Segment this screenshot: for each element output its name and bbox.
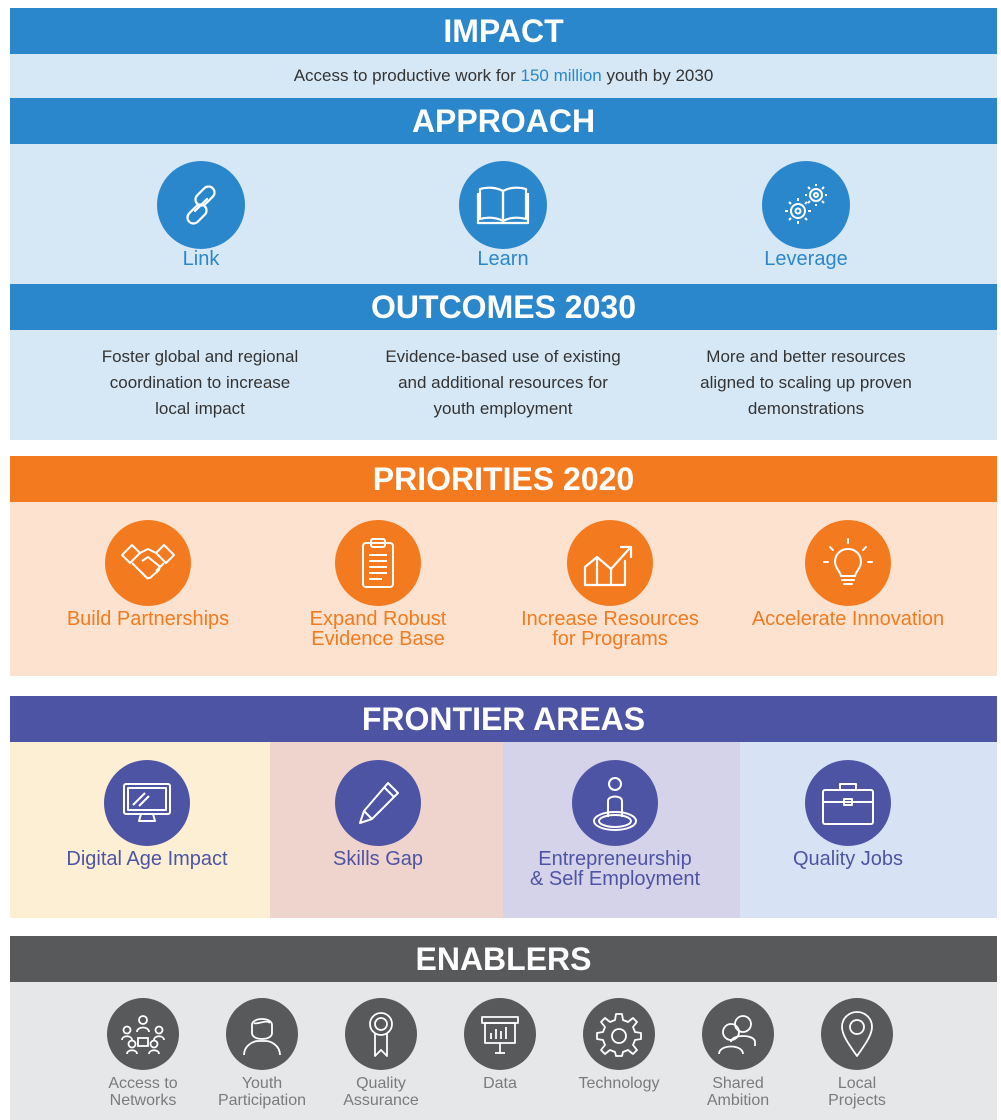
- gears-icon: [762, 161, 850, 249]
- impact-header: IMPACT: [10, 8, 997, 54]
- pen-icon: [335, 760, 421, 846]
- lightbulb-icon: [805, 520, 891, 606]
- frontier-label-skills: Skills Gap: [268, 849, 488, 869]
- enabler-5-line-1: Technology: [578, 1075, 660, 1092]
- enabler-label-shared: Shared Ambition: [678, 1075, 798, 1109]
- priorities-title: PRIORITIES 2020: [372, 461, 635, 497]
- enabler-6-line-2: Ambition: [706, 1092, 770, 1109]
- outcome-2: Evidence-based use of existing and addit…: [343, 344, 663, 422]
- approach-label-leverage: Leverage: [764, 248, 848, 270]
- outcome-3-line-1: More and better resources: [706, 347, 906, 366]
- outcome-3: More and better resources aligned to sca…: [656, 344, 956, 422]
- frontier-4-line-1: Quality Jobs: [792, 848, 904, 870]
- enabler-3-line-2: Assurance: [343, 1092, 419, 1109]
- priority-4-line-1: Accelerate Innovation: [751, 608, 945, 630]
- approach-title: APPROACH: [411, 103, 596, 139]
- frontier-3-line-1: Entrepreneurship: [538, 848, 692, 870]
- frontier-section: FRONTIER AREAS Digital Age Impact Skills…: [10, 696, 997, 918]
- enabler-1-line-1: Access to: [108, 1075, 178, 1092]
- handshake-icon: [105, 520, 191, 606]
- impact-section: IMPACT Access to productive work for 150…: [10, 8, 997, 440]
- priority-label-build-partnerships: Build Partnerships: [38, 609, 258, 629]
- impact-title: IMPACT: [443, 13, 564, 49]
- enabler-label-data: Data: [440, 1075, 560, 1092]
- enabler-label-networks: Access to Networks: [83, 1075, 203, 1109]
- monitor-icon: [104, 760, 190, 846]
- approach-label-link: Link: [182, 248, 220, 270]
- approach-header: APPROACH: [10, 98, 997, 144]
- enabler-6-line-1: Shared: [712, 1075, 764, 1092]
- approach-label-learn: Learn: [477, 248, 529, 270]
- enabler-2-line-2: Participation: [217, 1092, 307, 1109]
- priority-label-increase-resources: Increase Resources for Programs: [500, 609, 720, 649]
- frontier-1-line-1: Digital Age Impact: [66, 848, 228, 870]
- impact-highlight: 150 million: [520, 66, 602, 85]
- enablers-header: ENABLERS: [10, 936, 997, 982]
- link-icon: [157, 161, 245, 249]
- outcome-1-line-2: coordination to increase: [109, 373, 291, 392]
- frontier-label-digital: Digital Age Impact: [37, 849, 257, 869]
- priority-3-line-2: for Programs: [552, 628, 668, 650]
- impact-text-before: Access to productive work for: [293, 66, 521, 85]
- outcome-2-line-1: Evidence-based use of existing: [385, 347, 621, 366]
- enablers-title: ENABLERS: [415, 941, 592, 977]
- enabler-4-line-1: Data: [483, 1075, 517, 1092]
- frontier-header: FRONTIER AREAS: [10, 696, 997, 742]
- person-icon: [226, 998, 298, 1070]
- presentation-icon: [464, 998, 536, 1070]
- outcome-3-line-2: aligned to scaling up proven: [700, 373, 912, 392]
- frontier-label-entrepreneurship: Entrepreneurship & Self Employment: [505, 849, 725, 889]
- enabler-7-line-2: Projects: [828, 1092, 886, 1109]
- enabler-label-technology: Technology: [559, 1075, 679, 1092]
- priority-3-line-1: Increase Resources: [521, 608, 699, 630]
- people-icon: [702, 998, 774, 1070]
- book-icon: [459, 161, 547, 249]
- enabler-label-quality: Quality Assurance: [321, 1075, 441, 1109]
- frontier-title: FRONTIER AREAS: [361, 701, 646, 737]
- network-icon: [107, 998, 179, 1070]
- frontier-2-line-1: Skills Gap: [332, 848, 424, 870]
- enabler-3-line-1: Quality: [356, 1075, 406, 1092]
- outcome-2-line-2: and additional resources for: [398, 373, 608, 392]
- growth-chart-icon: [567, 520, 653, 606]
- ribbon-icon: [345, 998, 417, 1070]
- impact-statement: Access to productive work for 150 millio…: [10, 54, 997, 98]
- gear-icon: [583, 998, 655, 1070]
- enablers-section: ENABLERS Access to Networks Youth Partic…: [10, 936, 997, 1120]
- outcome-3-line-3: demonstrations: [747, 399, 865, 418]
- frontier-label-quality-jobs: Quality Jobs: [738, 849, 958, 869]
- priority-label-evidence-base: Expand Robust Evidence Base: [268, 609, 488, 649]
- enabler-2-line-1: Youth: [241, 1075, 283, 1092]
- enabler-7-line-1: Local: [837, 1075, 877, 1092]
- person-target-icon: [572, 760, 658, 846]
- outcome-1: Foster global and regional coordination …: [50, 344, 350, 422]
- outcome-2-line-3: youth employment: [433, 399, 573, 418]
- priority-label-accelerate-innovation: Accelerate Innovation: [728, 609, 968, 629]
- enabler-label-local: Local Projects: [797, 1075, 917, 1109]
- outcomes-header: OUTCOMES 2030: [10, 284, 997, 330]
- frontier-3-line-2: & Self Employment: [529, 868, 701, 890]
- priority-1-line-1: Build Partnerships: [66, 608, 230, 630]
- priorities-section: PRIORITIES 2020 Build Partnerships Expan…: [10, 456, 997, 676]
- priority-2-line-1: Expand Robust: [309, 608, 447, 630]
- outcome-1-line-1: Foster global and regional: [101, 347, 299, 366]
- outcomes-title: OUTCOMES 2030: [371, 289, 636, 325]
- enabler-label-youth: Youth Participation: [202, 1075, 322, 1109]
- priority-2-line-2: Evidence Base: [311, 628, 445, 650]
- priorities-header: PRIORITIES 2020: [10, 456, 997, 502]
- outcome-1-line-3: local impact: [155, 399, 245, 418]
- enabler-1-line-2: Networks: [109, 1092, 177, 1109]
- impact-text-after: youth by 2030: [601, 66, 714, 85]
- clipboard-icon: [335, 520, 421, 606]
- briefcase-icon: [805, 760, 891, 846]
- location-pin-icon: [821, 998, 893, 1070]
